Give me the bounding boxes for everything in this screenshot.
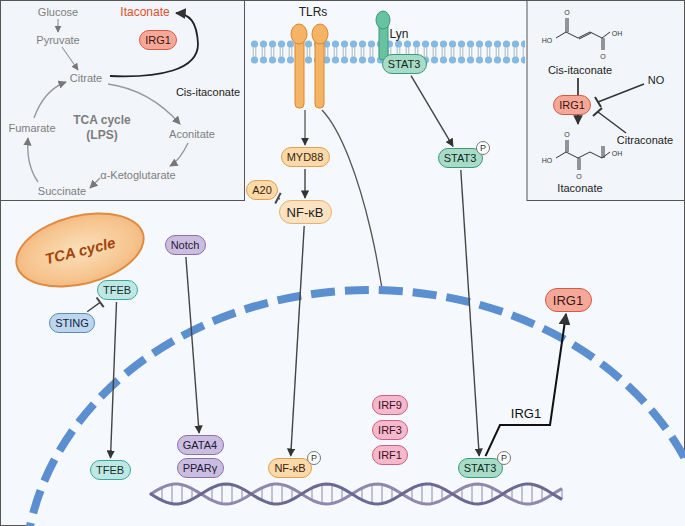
node-text: IRF3 [378, 424, 402, 436]
arrow [111, 302, 117, 458]
node-text: P [480, 143, 486, 153]
node-text: NF-κB [287, 205, 324, 220]
atom-label: O [564, 131, 569, 138]
node-text: A20 [252, 184, 272, 196]
text-label: α-Ketoglutarate [100, 169, 175, 181]
arrow [461, 170, 479, 456]
protein-box: GATA4 [177, 435, 224, 455]
protein-box: A20 [246, 180, 278, 200]
protein-box: IRF9 [372, 395, 408, 415]
node-text: P [311, 453, 317, 463]
protein-box: PPARγ [177, 458, 224, 478]
atom-label: HO [542, 37, 553, 44]
node-text: STAT3 [388, 58, 421, 70]
protein-box: NF-κB [279, 200, 332, 224]
text-label: Itaconate [120, 5, 169, 19]
node-text: P [501, 453, 507, 463]
node-text: IRG1 [553, 293, 583, 308]
text-label: NO [648, 74, 665, 86]
node-text: TCA cycle [43, 233, 117, 267]
node-text: IRF9 [378, 399, 402, 411]
text-label: Citraconate [617, 134, 673, 146]
node-text: IRG1 [145, 34, 171, 46]
phospho-marker: P [476, 141, 490, 155]
node-text: MYD88 [287, 151, 324, 163]
protein-box: STAT3 [458, 458, 503, 478]
text-label: TCA cycle (LPS) [69, 113, 135, 143]
node-text: GATA4 [183, 439, 217, 451]
node-text: TFEB [96, 464, 124, 476]
text-label: TLRs [299, 5, 328, 19]
protein-box: STAT3 [382, 54, 427, 74]
node-text: TFEB [103, 284, 131, 296]
node-text: STAT3 [464, 462, 497, 474]
atom-label: O [564, 9, 569, 16]
protein-box: TFEB [97, 280, 138, 300]
text-label: Glucose [38, 6, 78, 18]
arrow [305, 169, 306, 198]
gene-label: IRG1 [509, 406, 543, 421]
protein-box: IRF1 [372, 445, 408, 465]
node-text: STING [55, 317, 89, 329]
protein-box: NF-κB [268, 458, 312, 478]
text-label: Cis-itaconate [176, 86, 240, 98]
node-text: IRF1 [378, 449, 402, 461]
protein-box: STING [49, 313, 95, 333]
text-label: Aconitate [169, 128, 215, 140]
node-text: PPARγ [183, 462, 218, 474]
protein-box: Notch [165, 235, 206, 255]
protein-box: MYD88 [281, 147, 330, 167]
arrow [186, 257, 199, 433]
node-text: IRG1 [559, 99, 585, 111]
text-label: Succinate [38, 185, 86, 197]
enzyme-pill: IRG1 [553, 95, 591, 115]
node-text: STAT3 [444, 152, 477, 164]
text-label: Fumarate [8, 122, 55, 134]
arrow [486, 314, 567, 456]
atom-label: OH [612, 30, 623, 37]
text-label: Pyruvate [36, 34, 79, 46]
arrow [291, 226, 305, 456]
node-text: NF-κB [274, 462, 305, 474]
enzyme-pill: IRG1 [139, 30, 177, 50]
arrow [411, 76, 453, 147]
atom-label: HO [542, 157, 553, 164]
node-text: Notch [171, 239, 200, 251]
protein-box: IRF3 [372, 420, 408, 440]
protein-box: TFEB [90, 460, 131, 480]
enzyme-pill: IRG1 [545, 288, 592, 312]
text-label: Citrate [70, 72, 102, 84]
text-label: Cis-itaconate [548, 64, 612, 76]
text-label: Lyn [390, 27, 409, 41]
phospho-marker: P [497, 451, 511, 465]
atom-label: O [576, 173, 581, 180]
atom-label: OH [612, 150, 623, 157]
inhibition-line [87, 298, 103, 312]
atom-label: O [600, 53, 605, 60]
text-label: Itaconate [557, 182, 602, 194]
phospho-marker: P [307, 451, 321, 465]
